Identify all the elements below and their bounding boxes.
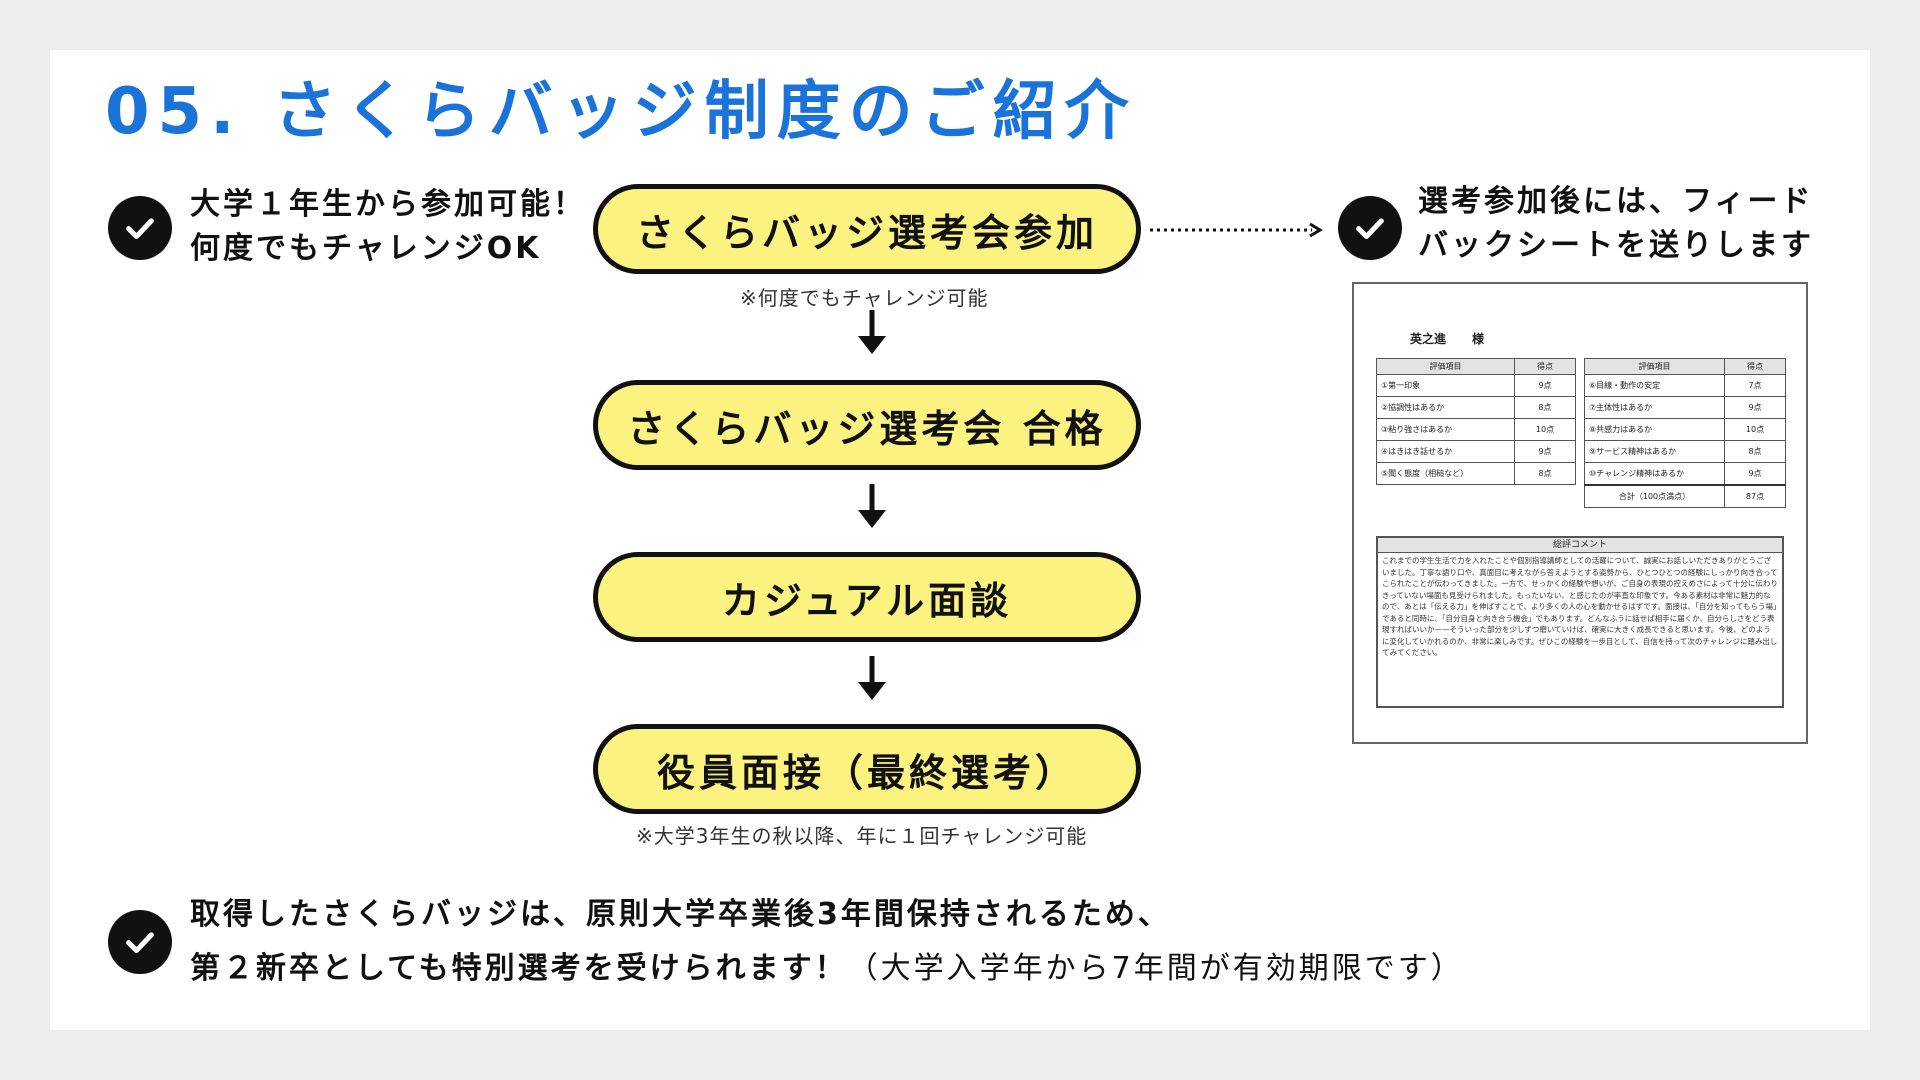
validity-period: （大学入学年から7年間が有効期限です） [847, 951, 1464, 986]
validity-line-1: 取得したさくらバッジは、原則大学卒業後3年間保持されるため、 [190, 897, 1171, 932]
comment-body: これまでの学生生活で力を入れたことや個別指導講師としての活躍について、誠実にお話… [1382, 556, 1778, 657]
eligibility-note: 大学１年生から参加可能！ 何度でもチャレンジOK [190, 183, 586, 271]
arrow-down-icon [858, 656, 886, 700]
dotted-arrow-right-icon [1150, 222, 1323, 238]
arrow-down-icon [858, 310, 886, 354]
validity-line-2: 第２新卒としても特別選考を受けられます！（大学入学年から7年間が有効期限です） [190, 951, 1464, 986]
comment-box: 総評コメント これまでの学生生活で力を入れたことや個別指導講師としての活躍につい… [1376, 536, 1784, 708]
table-total-row: 合計（100点満点）87点 [1584, 484, 1786, 508]
sheet-recipient: 英之進様 [1410, 332, 1485, 346]
flow-step-selection: さくらバッジ選考会参加 [593, 184, 1141, 274]
feedback-note: 選考参加後には、フィード バックシートを送りします [1418, 180, 1814, 268]
badge-validity-note: 取得したさくらバッジは、原則大学卒業後3年間保持されるため、 第２新卒としても特… [190, 888, 1464, 996]
eligibility-line-1: 大学１年生から参加可能！ [190, 187, 586, 222]
feedback-line-1: 選考参加後には、フィード [1418, 184, 1814, 219]
check-circle-icon [108, 910, 172, 974]
comment-header: 総評コメント [1378, 538, 1782, 553]
flow-step-pass: さくらバッジ選考会 合格 [593, 380, 1141, 470]
feedback-line-2: バックシートを送りします [1418, 228, 1814, 263]
flow-step-4-note: ※大学3年生の秋以降、年に１回チャレンジ可能 [636, 824, 1088, 848]
flow-step-final-interview: 役員面接（最終選考） [593, 724, 1141, 814]
flow-step-casual-interview: カジュアル面談 [593, 552, 1141, 642]
arrow-down-icon [858, 484, 886, 528]
eligibility-line-2: 何度でもチャレンジOK [190, 231, 542, 266]
page-title: 05. さくらバッジ制度のご紹介 [105, 75, 1137, 149]
table-row: ⑤聞く態度（相槌など）8点 [1376, 462, 1576, 485]
check-circle-icon [108, 196, 172, 260]
check-circle-icon [1338, 196, 1402, 260]
flow-step-1-note: ※何度でもチャレンジ可能 [740, 286, 989, 310]
